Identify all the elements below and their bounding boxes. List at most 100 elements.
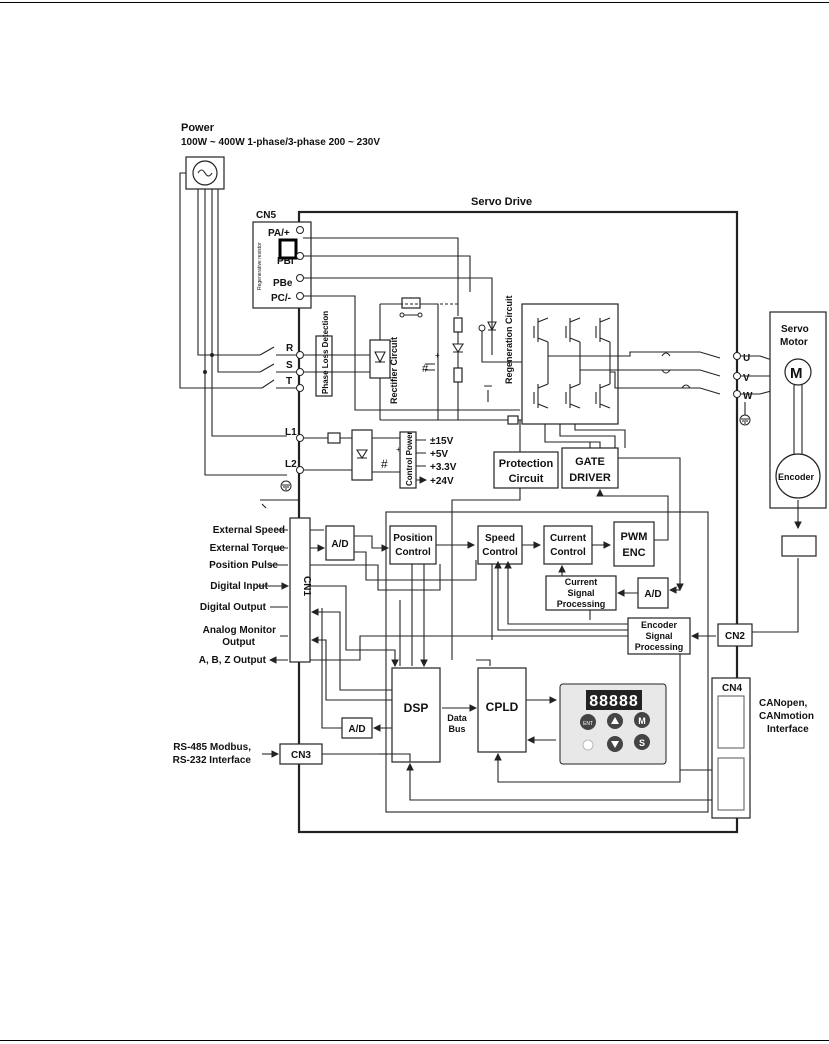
regen-resistor-label: Regenerative resistor (257, 242, 263, 290)
encoder-icon (775, 453, 821, 499)
regen-resistor-jumper (278, 238, 298, 260)
ent-key[interactable] (580, 714, 596, 730)
encoder-signal-label-1: Encoder (641, 620, 678, 630)
position-control-label-1: Position (393, 533, 432, 544)
set-key[interactable] (634, 734, 650, 750)
rectifier-circuit-label: Rectifier Circuit (389, 337, 399, 404)
motor-icon (784, 358, 812, 386)
pwm-enc-label-1: PWM (621, 531, 648, 543)
cn5-terminal-pbi: PBi (277, 256, 294, 267)
protection-label-1: Protection (499, 458, 554, 470)
dsp-label: DSP (404, 701, 429, 715)
current-control-block (543, 525, 593, 565)
current-control-label-1: Current (550, 533, 587, 544)
encoder-signal-processing-block (627, 617, 691, 655)
encoder-signal-label-2: Signal (645, 631, 672, 641)
current-signal-label-2: Signal (567, 588, 594, 598)
speed-control-block (477, 525, 523, 565)
page-rule-top (0, 2, 829, 3)
page-rule-bottom (0, 1040, 829, 1041)
indicator-led (582, 739, 594, 751)
ent-key-label: ENT (583, 721, 593, 727)
cn5-terminal-pc: PC/- (271, 293, 291, 304)
cn4-label: CN4 (722, 683, 742, 694)
cn4-port-1 (717, 695, 745, 749)
bus-capacitor-icon: # (422, 363, 429, 375)
chassis-ground-icon (260, 480, 300, 509)
cn2-label: CN2 (725, 631, 745, 642)
rs485-label: RS-485 Modbus, (173, 742, 251, 753)
down-arrow-icon (611, 741, 619, 748)
can-interface-label: Interface (767, 724, 809, 735)
cn1-digital-output: Digital Output (200, 602, 267, 613)
output-v: V (743, 373, 750, 384)
protection-label-2: Circuit (509, 473, 544, 485)
ac-source-icon (185, 156, 225, 190)
ad-input-label: A/D (331, 539, 348, 550)
svg-text:+: + (396, 445, 401, 454)
inrush-resistor (401, 297, 421, 309)
gate-driver-label-2: DRIVER (569, 472, 611, 484)
gate-driver-label-1: GATE (575, 456, 605, 468)
position-control-block (389, 525, 437, 565)
cn1-abz-output: A, B, Z Output (199, 655, 267, 666)
voltage-15v: ±15V (430, 436, 454, 447)
rectifier-bridge (369, 339, 391, 379)
output-u: U (743, 353, 750, 364)
cn1-external-speed: External Speed (213, 525, 285, 536)
control-rectifier (351, 429, 373, 481)
terminal-l2: L2 (285, 459, 297, 470)
canmotion-label: CANmotion (759, 711, 814, 722)
ad-current-label: A/D (644, 589, 661, 600)
cn1-digital-input: Digital Input (210, 581, 268, 592)
cn5-terminal-pbe: PBe (273, 278, 293, 289)
cn1-label: CN1 (301, 576, 312, 596)
display-value: 88888 (589, 693, 639, 710)
control-power-block (399, 431, 417, 489)
pwm-enc-block (613, 521, 655, 567)
phase-loss-detection-label: Phase Loss Detection (321, 311, 330, 394)
cn1-analog-monitor: Analog Monitor (203, 625, 276, 636)
cn5-label: CN5 (256, 210, 276, 221)
cpld-block (477, 667, 527, 753)
cn1-analog-monitor-output: Output (222, 637, 255, 648)
cpld-label: CPLD (486, 700, 519, 714)
servo-motor-title-2: Motor (780, 337, 808, 348)
control-power-label: Control Power (405, 431, 414, 486)
pwm-enc-label-2: ENC (622, 547, 645, 559)
protection-circuit-block (493, 451, 559, 489)
set-key-label: S (639, 738, 645, 748)
current-control-label-2: Control (550, 547, 586, 558)
power-title: Power (181, 122, 215, 134)
up-arrow-icon (611, 717, 619, 724)
svg-text:+: + (435, 351, 440, 360)
motor-symbol: M (790, 365, 803, 382)
ad-current-block (637, 577, 669, 609)
terminal-l1: L1 (285, 427, 297, 438)
current-signal-label-1: Current (565, 577, 598, 587)
position-control-label-2: Control (395, 547, 431, 558)
terminal-r: R (286, 343, 294, 354)
data-bus-label-2: Bus (448, 724, 465, 734)
terminal-s: S (286, 360, 293, 371)
speed-control-label-2: Control (482, 547, 518, 558)
encoder-interface-box (781, 535, 817, 557)
phase-loss-detection-block (315, 335, 333, 397)
data-bus-label-1: Data (447, 713, 468, 723)
rs232-label: RS-232 Interface (173, 755, 252, 766)
power-spec: 100W ~ 400W 1-phase/3-phase 200 ~ 230V (181, 137, 380, 148)
regeneration-circuit-label: Regeneration Circuit (504, 295, 514, 384)
voltage-24v: +24V (430, 476, 454, 487)
cn1-external-torque: External Torque (210, 543, 286, 554)
terminal-t: T (286, 376, 292, 387)
mode-key[interactable] (634, 712, 650, 728)
servo-drive-title: Servo Drive (471, 196, 532, 208)
mode-key-label: M (638, 716, 646, 726)
current-signal-processing-block (545, 575, 617, 611)
current-signal-label-3: Processing (557, 599, 606, 609)
voltage-5v: +5V (430, 449, 448, 460)
servo-motor-title-1: Servo (781, 324, 809, 335)
speed-control-label-1: Speed (485, 533, 515, 544)
cn3-label: CN3 (291, 750, 311, 761)
control-board-frame (385, 511, 709, 813)
